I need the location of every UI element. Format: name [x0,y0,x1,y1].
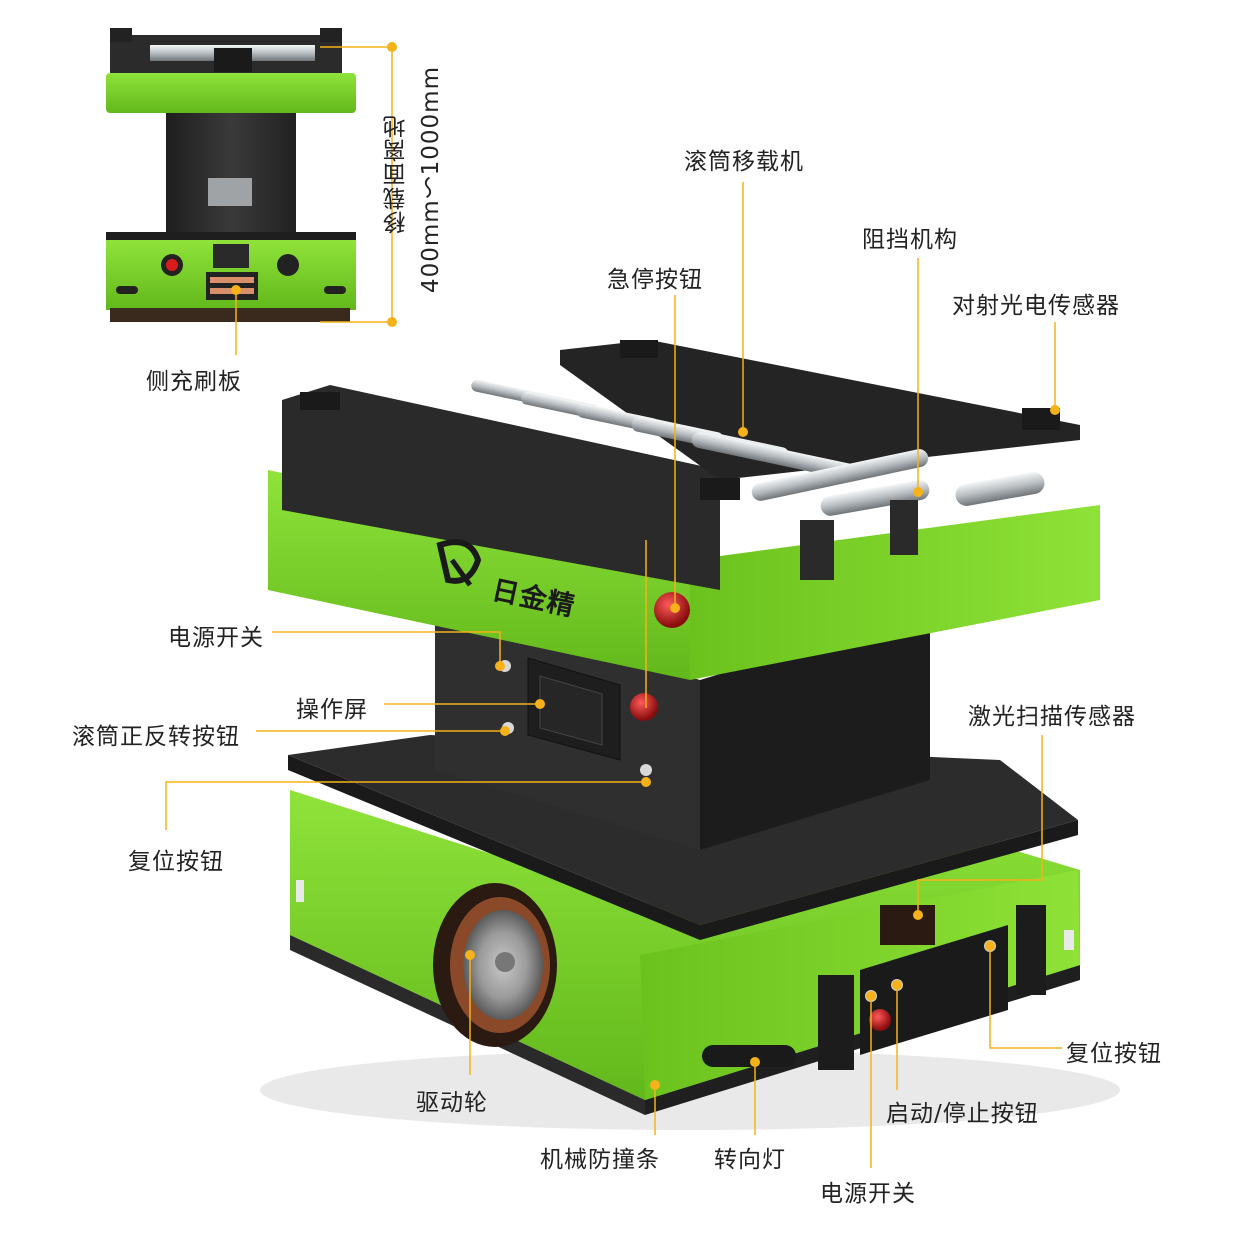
dot-power-switch-left [495,661,505,671]
main-agv [260,340,1120,1130]
rear-vent-left [818,975,854,1070]
dot-roller-transfer [738,427,748,437]
front-view-sensor-right [320,28,342,42]
label-operation-screen: 操作屏 [296,697,368,723]
leader-reset-right [989,946,1062,1049]
dim-bottom-dot [387,317,397,327]
photoelectric-sensor-left [300,392,340,410]
roller-5 [691,431,859,481]
dot-charging-brush [231,285,241,295]
blocking-mechanism [890,500,918,555]
label-mechanical-bumper: 机械防撞条 [540,1147,660,1173]
conveyor-frame-back [560,340,1080,480]
conveyor-frame-front [282,385,720,590]
label-height-range: 移载面离地 [384,114,410,234]
photoelectric-sensor-front [700,478,740,500]
rjj-logo-icon [436,539,482,587]
front-view-top-band [106,73,356,113]
rear-emergency-stop [869,1009,891,1031]
dot-laser [913,910,923,920]
label-turn-light: 转向灯 [714,1147,786,1173]
dot-operation-screen [535,699,545,709]
label-roller-direction-button: 滚筒正反转按钮 [72,724,240,750]
label-height-range-value: 400mm～1000mm [418,66,444,294]
dot-start-stop [892,980,902,990]
roller-6 [751,449,929,501]
dot-photoelectric [1050,405,1060,415]
leader-lines [165,182,1062,1168]
front-view-screen [208,178,252,206]
leader-power-switch-left [272,631,501,666]
dot-reset-left [641,777,651,787]
label-laser-scanner: 激光扫描传感器 [968,704,1136,730]
conveyor-rollers [471,379,1045,516]
dot-emergency-stop [670,603,680,613]
dot-blocking [913,487,923,497]
turn-light [702,1045,796,1067]
dim-top-dot [387,42,397,52]
label-roller-transfer: 滚筒移载机 [684,149,804,175]
label-power-switch-bottom: 电源开关 [820,1181,916,1207]
dot-bumper [650,1080,660,1090]
front-view [106,28,356,322]
front-view-knob [277,254,299,276]
roller-bracket [800,520,834,580]
front-view-light-left [116,286,138,294]
front-view-charging-brush [206,272,258,300]
label-start-stop-button: 启动/停止按钮 [886,1101,1039,1127]
dot-drive-wheel [465,950,475,960]
height-dimension [320,46,393,323]
side-light [296,880,304,902]
leader-dots [231,285,1060,1090]
column-emergency-stop [630,693,658,721]
label-blocking-mechanism: 阻挡机构 [862,227,958,253]
column-reset-button [640,764,652,776]
front-view-brush-strip-1 [210,277,254,283]
roller-8 [955,472,1045,506]
rear-vent-right [1016,905,1046,995]
label-reset-button-left: 复位按钮 [128,849,224,875]
front-view-motor [214,48,252,72]
front-view-plate [106,232,356,242]
front-view-display [213,244,249,268]
front-view-column [166,113,296,238]
dot-power-switch-bottom [866,991,876,1001]
label-emergency-stop: 急停按钮 [607,267,703,293]
label-power-switch-left: 电源开关 [168,625,264,651]
dot-roller-direction [500,726,510,736]
label-side-charging-brush: 侧充刷板 [146,369,242,395]
photoelectric-sensor-right [1022,408,1060,430]
label-drive-wheel: 驱动轮 [416,1090,488,1116]
label-photoelectric-sensor: 对射光电传感器 [952,293,1120,319]
front-view-bumper [110,308,350,322]
photoelectric-sensor-back [620,340,658,358]
front-view-sensor-left [110,28,132,42]
label-reset-button-right: 复位按钮 [1066,1041,1162,1067]
rear-light [1064,930,1074,950]
upper-band-side [690,505,1100,680]
operation-screen-display [539,675,603,746]
dot-turn-light [750,1057,760,1067]
front-view-light-right [324,286,346,294]
column-side [700,610,930,850]
leader-reset-left [165,781,646,830]
leader-laser [917,735,1043,915]
drive-wheel-center [495,952,515,972]
front-view-estop-cap [166,259,178,271]
roller-7 [820,480,930,516]
laser-scanner [880,905,935,945]
dot-reset-right [985,941,995,951]
